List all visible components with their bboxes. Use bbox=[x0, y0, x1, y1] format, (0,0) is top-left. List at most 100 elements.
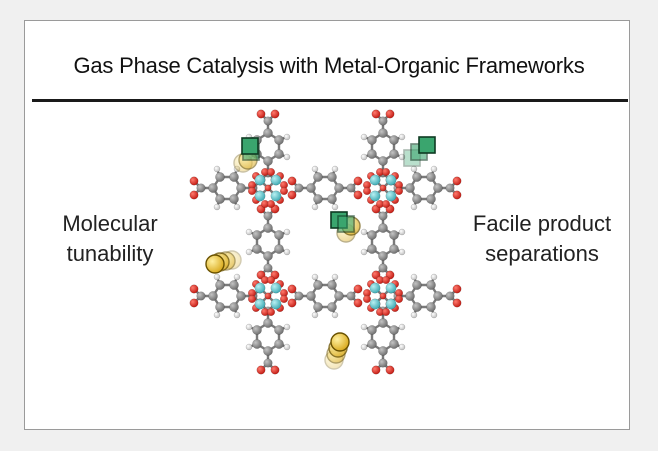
oxygen-atom bbox=[256, 365, 266, 375]
hydrogen-atom bbox=[233, 311, 241, 319]
oxygen-atom bbox=[287, 190, 297, 200]
hydrogen-atom bbox=[213, 273, 221, 281]
carbon-atom bbox=[367, 149, 377, 159]
gas-molecule-icon bbox=[205, 254, 225, 274]
oxygen-atom bbox=[381, 199, 391, 209]
carbon-atom bbox=[294, 291, 304, 301]
carbon-atom bbox=[208, 183, 218, 193]
hydrogen-atom bbox=[283, 323, 291, 331]
carbon-atom bbox=[334, 183, 344, 193]
carbon-atom bbox=[389, 149, 399, 159]
carbon-atom bbox=[229, 172, 239, 182]
title-underline bbox=[32, 99, 628, 102]
carbon-atom bbox=[263, 211, 273, 221]
hydrogen-atom bbox=[331, 203, 339, 211]
hydrogen-atom bbox=[233, 273, 241, 281]
metal-atom bbox=[254, 190, 266, 202]
metal-atom bbox=[385, 282, 397, 294]
oxygen-atom bbox=[353, 176, 363, 186]
carbon-atom bbox=[215, 172, 225, 182]
carbon-atom bbox=[263, 318, 273, 328]
hydrogen-atom bbox=[283, 153, 291, 161]
oxygen-atom bbox=[270, 109, 280, 119]
hydrogen-atom bbox=[360, 133, 368, 141]
right-label-line-1: Facile product bbox=[472, 211, 612, 236]
carbon-atom bbox=[412, 194, 422, 204]
carbon-atom bbox=[306, 183, 316, 193]
oxygen-atom bbox=[264, 292, 272, 300]
carbon-atom bbox=[215, 280, 225, 290]
hydrogen-atom bbox=[360, 323, 368, 331]
oxygen-atom bbox=[379, 292, 387, 300]
carbon-atom bbox=[445, 291, 455, 301]
hydrogen-atom bbox=[430, 203, 438, 211]
oxygen-atom bbox=[452, 298, 462, 308]
hydrogen-atom bbox=[398, 343, 406, 351]
left-label-line-2: tunability bbox=[66, 241, 154, 266]
hydrogen-atom bbox=[410, 203, 418, 211]
hydrogen-atom bbox=[430, 165, 438, 173]
carbon-atom bbox=[433, 291, 443, 301]
oxygen-atom bbox=[247, 294, 257, 304]
carbon-atom bbox=[236, 183, 246, 193]
adsorbates bbox=[205, 136, 436, 370]
hydrogen-atom bbox=[311, 273, 319, 281]
carbon-atom bbox=[263, 128, 273, 138]
carbon-atom bbox=[389, 339, 399, 349]
oxygen-atom bbox=[385, 365, 395, 375]
carbon-atom bbox=[274, 244, 284, 254]
carbon-atom bbox=[426, 172, 436, 182]
carbon-atom bbox=[294, 183, 304, 193]
oxygen-atom bbox=[385, 109, 395, 119]
carbon-atom bbox=[306, 291, 316, 301]
oxygen-atom bbox=[189, 190, 199, 200]
carbon-atom bbox=[215, 302, 225, 312]
carbon-atom bbox=[313, 302, 323, 312]
carbon-atom bbox=[263, 358, 273, 368]
metal-atom bbox=[270, 298, 282, 310]
metal-atom bbox=[385, 174, 397, 186]
oxygen-atom bbox=[394, 294, 404, 304]
hydrogen-atom bbox=[233, 203, 241, 211]
hydrogen-atom bbox=[430, 311, 438, 319]
carbon-atom bbox=[229, 280, 239, 290]
carbon-atom bbox=[327, 280, 337, 290]
carbon-atom bbox=[229, 194, 239, 204]
carbon-atom bbox=[274, 339, 284, 349]
oxygen-atom bbox=[279, 294, 289, 304]
hydrogen-atom bbox=[430, 273, 438, 281]
hydrogen-atom bbox=[398, 323, 406, 331]
carbon-atom bbox=[327, 194, 337, 204]
carbon-atom bbox=[378, 251, 388, 261]
carbon-atom bbox=[313, 194, 323, 204]
hydrogen-atom bbox=[331, 165, 339, 173]
hydrogen-atom bbox=[213, 311, 221, 319]
hydrogen-atom bbox=[331, 311, 339, 319]
carbon-atom bbox=[367, 230, 377, 240]
carbon-atom bbox=[378, 156, 388, 166]
metal-atom bbox=[254, 174, 266, 186]
oxygen-atom bbox=[247, 186, 257, 196]
carbon-atom bbox=[389, 230, 399, 240]
carbon-atom bbox=[274, 149, 284, 159]
oxygen-atom bbox=[362, 186, 372, 196]
carbon-atom bbox=[346, 291, 356, 301]
hydrogen-atom bbox=[213, 165, 221, 173]
carbon-atom bbox=[263, 223, 273, 233]
oxygen-atom bbox=[452, 284, 462, 294]
metal-atom bbox=[270, 190, 282, 202]
left-label-line-1: Molecular bbox=[62, 211, 158, 236]
oxygen-atom bbox=[353, 190, 363, 200]
carbon-atom bbox=[215, 194, 225, 204]
oxygen-atom bbox=[353, 284, 363, 294]
metal-atom bbox=[254, 298, 266, 310]
hydrogen-atom bbox=[245, 323, 253, 331]
lattice-atoms bbox=[189, 109, 462, 375]
metal-atom bbox=[385, 190, 397, 202]
carbon-atom bbox=[378, 358, 388, 368]
hydrogen-atom bbox=[410, 273, 418, 281]
oxygen-atom bbox=[381, 307, 391, 317]
carbon-atom bbox=[327, 172, 337, 182]
oxygen-atom bbox=[362, 294, 372, 304]
molecular-tunability-label: Molecular tunability bbox=[40, 209, 180, 269]
